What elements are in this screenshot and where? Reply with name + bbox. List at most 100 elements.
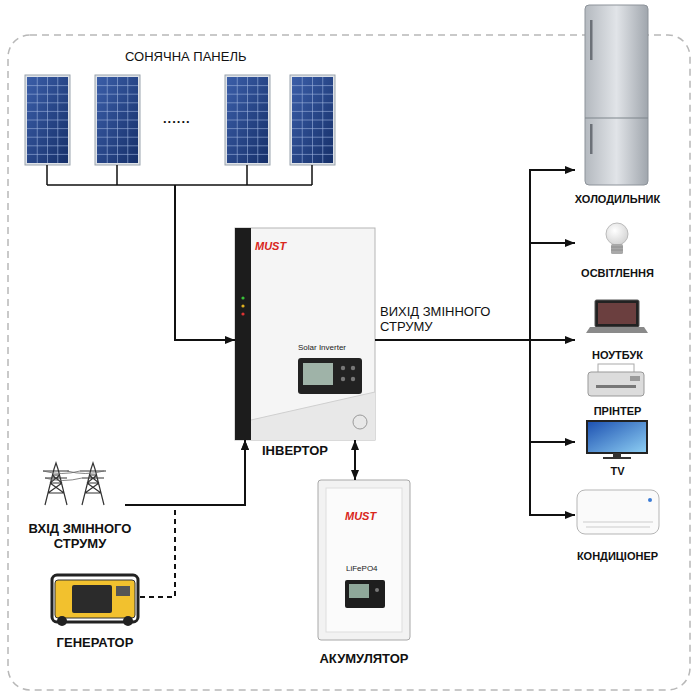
- connector-line: [354, 440, 356, 480]
- battery-icon: [349, 584, 369, 598]
- inverter-icon: [351, 377, 355, 381]
- generator-icon: [123, 616, 133, 626]
- inverter-icon: [298, 358, 362, 394]
- air-conditioner-icon: [577, 490, 659, 534]
- component-label: ВХІД ЗМІННОГО СТРУМУ: [10, 522, 150, 552]
- appliance-label: НОУТБУК: [592, 349, 643, 362]
- inverter-icon: [241, 312, 244, 315]
- fridge: ХОЛОДИЛЬНИК: [575, 5, 660, 188]
- brand-logo: MUST: [345, 510, 376, 523]
- inverter-icon: [235, 228, 375, 440]
- appliance-label: ПРІНТЕР: [594, 405, 642, 418]
- power-grid-icon: [43, 471, 104, 481]
- ellipsis-mark: ......: [163, 112, 191, 127]
- air-conditioner-icon: [577, 490, 659, 534]
- inverter-icon: [235, 228, 375, 440]
- solar-panel-icon: [290, 75, 335, 165]
- generator-icon: [57, 616, 67, 626]
- tv-icon: [587, 421, 647, 459]
- bulb-icon: [611, 244, 623, 254]
- fridge-icon: [585, 5, 648, 185]
- connector-line: [375, 243, 575, 340]
- inverter-icon: [351, 366, 355, 370]
- battery: MUSTLiFePO4АКУМУЛЯТОР: [318, 480, 410, 640]
- power-grid-icon: [43, 463, 106, 505]
- solar-panel-icon: [95, 75, 140, 165]
- inverter-icon: [235, 228, 251, 440]
- tv-icon: [613, 453, 621, 457]
- inverter-icon: [341, 366, 345, 370]
- generator-icon: [55, 580, 135, 618]
- air-conditioner: КОНДИЦІОНЕР: [575, 485, 660, 545]
- connector-group: [125, 170, 575, 597]
- printer: ПРІНТЕР: [575, 362, 660, 400]
- connector-line: [375, 340, 575, 515]
- solar-panel-icon: [25, 75, 335, 185]
- inverter-icon: [241, 304, 244, 307]
- lighting: ОСВІТЛЕННЯ: [575, 218, 660, 262]
- inverter-icon: [303, 363, 333, 385]
- solar-panel-icon: [25, 75, 70, 165]
- laptop-icon: [586, 300, 648, 333]
- laptop-icon: [598, 303, 636, 324]
- inverter-icon: [251, 392, 375, 440]
- brand-logo: MUST: [255, 240, 286, 253]
- inverter-icon: [353, 415, 367, 429]
- fridge-icon: [590, 124, 593, 154]
- appliance-label: ХОЛОДИЛЬНИК: [575, 193, 660, 206]
- generator-icon: [52, 575, 138, 626]
- inverter-icon: [341, 377, 345, 381]
- printer-icon: [596, 385, 636, 388]
- power-grid-icon: [43, 463, 69, 505]
- connector-line: [175, 185, 235, 340]
- printer-icon: [588, 364, 644, 396]
- power-grid-icon: [80, 463, 106, 505]
- generator-icon: [52, 575, 138, 622]
- battery-icon: [326, 488, 402, 632]
- air-conditioner-icon: [583, 522, 653, 527]
- bulb-icon: [611, 247, 623, 250]
- device-caption: Solar Inverter: [298, 343, 346, 352]
- laptop: НОУТБУК: [575, 296, 660, 344]
- solar-panel-icon: [47, 165, 312, 185]
- battery-icon: [318, 480, 410, 640]
- bulb-icon: [606, 223, 628, 245]
- fridge-icon: [585, 5, 648, 185]
- fridge-icon: [590, 20, 593, 60]
- battery-icon: [318, 480, 410, 640]
- appliance-label: КОНДИЦІОНЕР: [577, 550, 658, 563]
- printer-icon: [588, 372, 644, 396]
- laptop-icon: [586, 327, 648, 333]
- inverter: MUSTSolar InverterІНВЕРТОР: [235, 228, 375, 440]
- tv: TV: [575, 420, 660, 460]
- grid-input: ВХІД ЗМІННОГО СТРУМУ: [35, 460, 125, 510]
- printer-icon: [630, 376, 640, 381]
- battery-icon: [345, 580, 385, 608]
- air-conditioner-icon: [648, 498, 652, 502]
- bulb-icon: [606, 223, 628, 254]
- dashed-connector: [140, 440, 245, 597]
- device-caption: LiFePO4: [346, 564, 378, 573]
- appliance-label: TV: [610, 465, 624, 478]
- connector-label: ВИХІД ЗМІННОГО СТРУМУ: [380, 305, 525, 335]
- generator: ГЕНЕРАТОР: [50, 572, 140, 626]
- connector-line: [375, 340, 575, 442]
- generator-icon: [72, 585, 112, 613]
- tv-icon: [603, 457, 631, 459]
- panel-title: СОНЯЧНА ПАНЕЛЬ: [125, 50, 246, 65]
- battery-icon: [375, 588, 379, 592]
- inverter-icon: [241, 296, 244, 299]
- appliance-label: ОСВІТЛЕННЯ: [581, 267, 654, 280]
- tv-icon: [587, 421, 647, 453]
- connector-line: [125, 440, 245, 505]
- laptop-icon: [595, 300, 639, 327]
- generator-icon: [116, 586, 130, 596]
- component-label: АКУМУЛЯТОР: [319, 652, 408, 667]
- fridge-icon: [585, 117, 648, 118]
- connector-line: [375, 170, 575, 340]
- component-label: ІНВЕРТОР: [262, 444, 328, 459]
- component-label: ГЕНЕРАТОР: [57, 636, 134, 651]
